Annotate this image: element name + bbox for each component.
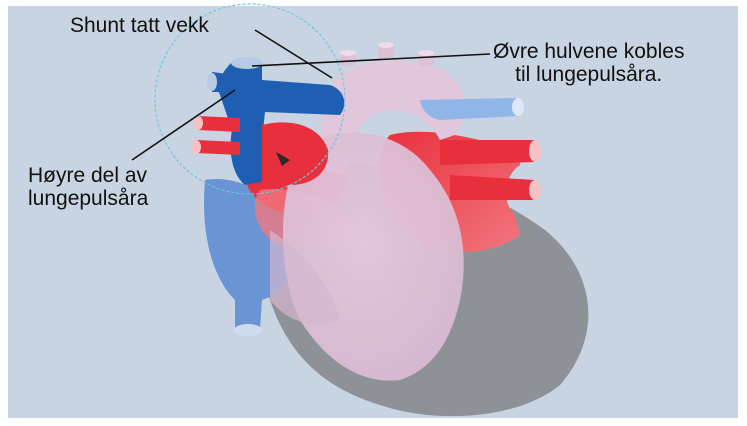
pulmonary-vein-upper xyxy=(440,140,535,165)
label-upper-vena-cava-line2: til lungepulsåra. xyxy=(493,63,684,86)
leader-shunt xyxy=(255,30,332,78)
pulmonary-artery-right-opening xyxy=(512,98,524,116)
svc-opening xyxy=(231,57,263,69)
red-region-in-circle xyxy=(262,122,328,185)
label-shunt-text: Shunt tatt vekk xyxy=(70,14,209,37)
rpa-left-opening xyxy=(207,73,217,91)
pulmonary-artery-right-branch xyxy=(420,98,518,120)
pulmonary-vein-left-upper xyxy=(198,116,240,132)
label-upper-vena-cava: Øvre hulvene kobles til lungepulsåra. xyxy=(493,40,684,86)
pulmonary-vein-upper-opening xyxy=(529,140,541,162)
label-shunt-removed: Shunt tatt vekk xyxy=(70,14,209,37)
label-right-pulmonary-artery: Høyre del av lungepulsåra xyxy=(28,164,148,210)
inferior-vena-cava-opening xyxy=(234,324,262,336)
label-right-pulmonary-line1: Høyre del av xyxy=(28,164,148,187)
label-right-pulmonary-line2: lungepulsåra xyxy=(28,187,148,210)
pulmonary-vein-lower-opening xyxy=(529,180,541,200)
label-upper-vena-cava-line1: Øvre hulvene kobles xyxy=(493,40,684,63)
pulmonary-vein-left-lower xyxy=(196,140,240,155)
pulmonary-vein-lower xyxy=(450,175,535,200)
